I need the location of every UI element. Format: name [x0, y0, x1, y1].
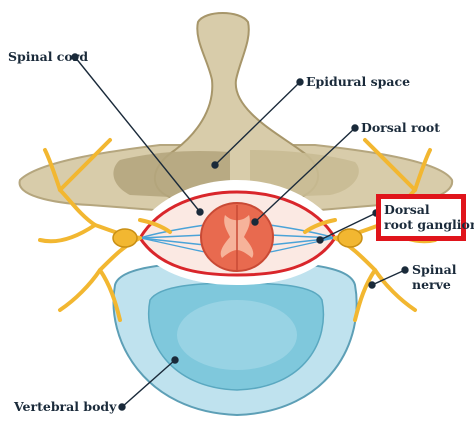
left-ganglion — [112, 228, 138, 248]
right-ganglion — [337, 228, 363, 248]
nerve-rootlets — [139, 224, 336, 253]
label-dorsal-root: Dorsal root — [361, 120, 441, 135]
leader-lines — [71, 53, 409, 411]
label-vertebral-body: Vertebral body — [14, 399, 117, 414]
label-dorsal-root-ganglion-line2: root ganglion — [384, 217, 474, 232]
label-spinal-cord: Spinal cord — [8, 49, 89, 64]
label-epidural-space: Epidural space — [306, 74, 411, 89]
label-dorsal-root-ganglion-line1: Dorsal — [384, 202, 430, 217]
label-spinal-nerve-line2: nerve — [412, 277, 451, 292]
ganglion-highlight-box — [376, 194, 466, 241]
label-spinal-nerve-line1: Spinal — [412, 262, 457, 277]
